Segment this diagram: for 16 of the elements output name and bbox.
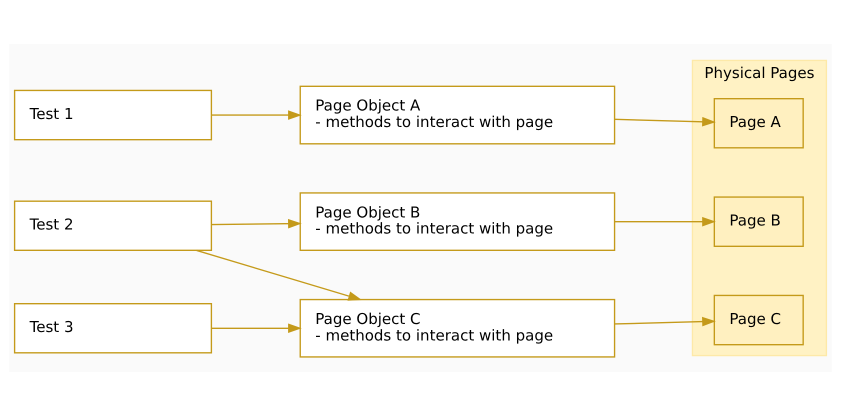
arrow bbox=[212, 323, 302, 334]
node-box: Test 2 bbox=[14, 200, 212, 252]
node-box: Page Object B - methods to interact with page bbox=[300, 192, 616, 252]
node-box: Page A bbox=[714, 98, 804, 149]
arrow bbox=[212, 110, 302, 120]
node-box: Test 3 bbox=[14, 302, 212, 354]
arrow bbox=[196, 250, 362, 301]
arrow bbox=[212, 218, 302, 228]
node-box: Page Object A - methods to interact with page bbox=[300, 86, 616, 144]
arrow bbox=[614, 216, 716, 226]
node-box: Test 1 bbox=[14, 90, 212, 140]
node-box: Page Object C - methods to interact with page bbox=[300, 298, 616, 358]
node-box: Page C bbox=[714, 294, 804, 346]
node-box: Page B bbox=[714, 196, 804, 247]
arrow bbox=[614, 116, 716, 127]
arrow bbox=[614, 316, 716, 326]
